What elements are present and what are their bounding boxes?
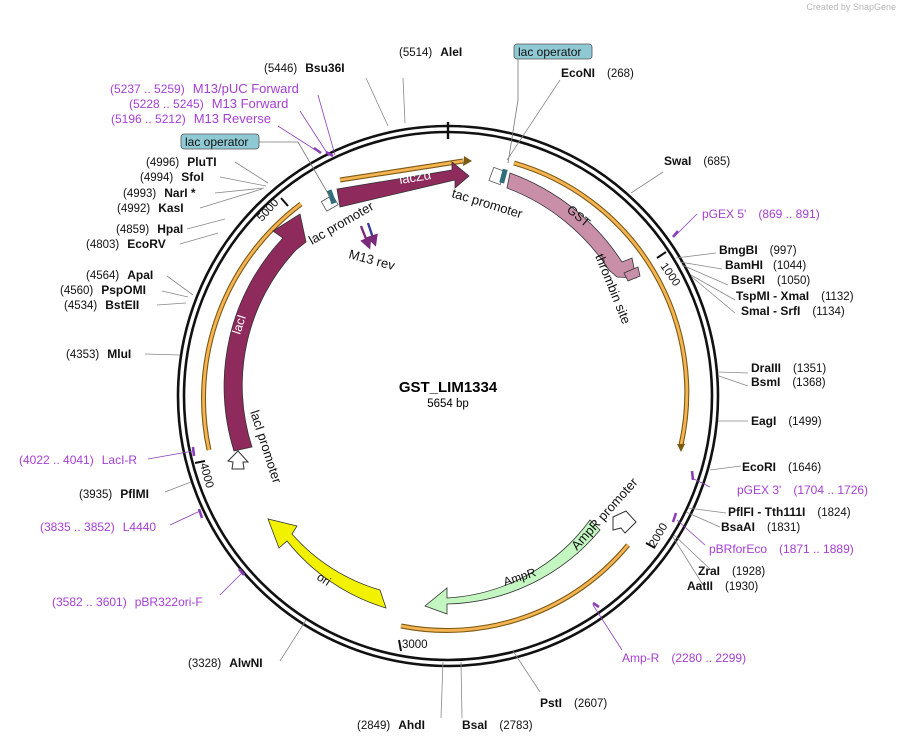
enzyme-label: (3328)AlwNI [188,656,263,670]
lac-operator-box-2 [326,189,337,205]
primer-label: pGEX 5'(869 .. 891) [702,207,820,221]
snapgene-credit: Created by SnapGene [806,2,896,12]
primer-leaders [147,94,711,651]
enzyme-label: EcoNI(268) [561,66,634,80]
enzyme-label: BamHI(1044) [725,258,806,272]
enzyme-label: DraIII(1351) [751,361,826,375]
enzyme-label: (4996)PluTI [146,155,217,169]
feature-arrow-ori [267,518,387,609]
tick-label-5000: 5000 [255,197,281,224]
credit-brand: SnapGene [852,2,896,12]
primer-label: Amp-R(2280 .. 2299) [622,651,746,665]
lacI-promoter-label: lacI promoter [247,408,285,485]
m13-rev-primer-arrow-2 [366,222,378,247]
lac-operator-callout-2: lac operator [180,133,331,198]
enzyme-label: BseRI(1050) [731,273,810,287]
enzyme-label: PflFI - Tth111I(1824) [728,505,851,519]
enzyme-label: BmgBI(997) [719,243,797,257]
credit-prefix: Created by [806,2,851,12]
plasmid-size: 5654 bp [427,398,469,410]
tick-label-3000: 3000 [402,639,428,651]
feature-label-laci: lacI [230,313,249,336]
tick-mark-3000 [398,639,402,652]
enzyme-label: (2849)AhdI [357,718,425,732]
enzyme-label: AatII(1930) [687,579,758,593]
primer-ticks [191,146,695,609]
enzyme-label: EcoRI(1646) [742,460,821,474]
m13-rev-label: M13 rev [347,246,397,273]
enzyme-label: BsaI(2783) [462,718,533,732]
enzyme-label: (4859)HpaI [116,222,183,236]
tick-mark-1000 [656,251,667,259]
enzyme-label: (5514)AleI [399,45,462,59]
tick-mark-2000 [645,542,656,549]
feature-arrow-laci [223,213,307,452]
enzyme-label: (4993)NarI * [123,186,196,200]
enzyme-label: SmaI - SrfI(1134) [741,304,845,318]
enzyme-label: BsaAI(1831) [721,520,800,534]
primer-label: (3582 .. 3601)pBR322ori-F [52,595,203,609]
enzyme-label: (4992)KasI [117,201,184,215]
enzyme-label: (4560)PspOMI [60,283,146,297]
feature-arrow-lacza [336,161,470,208]
ampR-promoter-label: AmpR promoter [568,474,641,553]
enzyme-label: (4803)EcoRV [86,237,166,251]
feature-arrows [223,161,641,615]
lac-operator-callout-1: lac operator [507,43,593,164]
lac-operator-label-1: lac operator [518,45,581,59]
enzyme-labels: (5514)AleI (5446)Bsu36I EcoNI(268) SwaI(… [60,45,854,732]
enzyme-label: EagI(1499) [751,414,822,428]
enzyme-leaders [144,77,749,719]
primer-labels: (5237 .. 5259)M13/pUC Forward (5228 .. 5… [19,81,868,665]
enzyme-label: BsmI(1368) [751,375,826,389]
primer-label: (5196 .. 5212)M13 Reverse [111,111,271,126]
feature-label-ori: ori [314,570,333,589]
primer-label: (5228 .. 5245)M13 Forward [129,96,288,111]
feature-arrow-ampr [424,519,601,615]
enzyme-label: ZraI(1928) [698,564,765,578]
orf-bands [201,156,690,633]
lacI-promoter-arrow [226,450,250,470]
enzyme-label: (4353)MluI [66,347,131,361]
enzyme-label: PstI(2607) [540,696,607,710]
thrombin-site-arrow [623,266,641,282]
enzyme-label: SwaI(685) [664,154,730,168]
enzyme-label: (4534)BstEII [64,298,139,312]
tick-mark-5000 [280,197,289,207]
enzyme-label: (4564)ApaI [86,268,153,282]
backbone [176,122,720,668]
enzyme-label: (5446)Bsu36I [264,61,345,75]
primer-label: (5237 .. 5259)M13/pUC Forward [110,81,299,96]
enzyme-label: (4994)SfoI [140,170,204,184]
ampR-promoter-arrow [612,510,637,534]
feature-side-labels: tac promoter lac promoter M13 rev thromb… [247,186,641,553]
enzyme-label: (3935)PflMI [79,487,149,501]
tick-mark-4000 [194,460,206,464]
plasmid-name: GST_LIM1334 [399,379,498,396]
primer-label: (4022 .. 4041)LacI-R [19,453,137,467]
primer-label: pBRforEco(1871 .. 1889) [709,542,854,556]
m13-rev-primer-arrow-1 [359,225,372,250]
enzyme-label: TspMI - XmaI(1132) [736,289,854,303]
primer-label: (3835 .. 3852)L4440 [40,520,156,534]
primer-label: pGEX 3'(1704 .. 1726) [737,483,868,497]
lac-operator-label-2: lac operator [185,135,248,149]
lac-operator-box-1 [499,168,508,184]
feature-label-lacza: lacZα [398,167,433,187]
